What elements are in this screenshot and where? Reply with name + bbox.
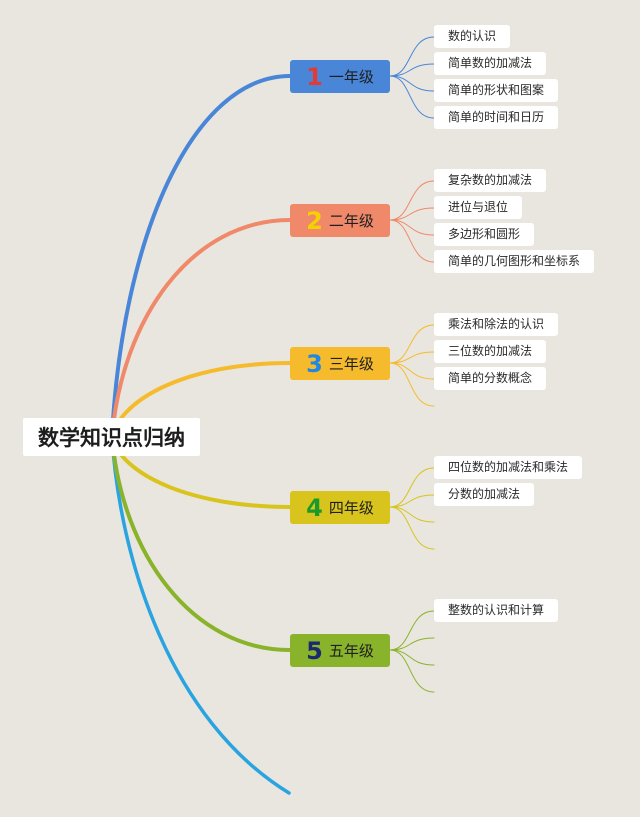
grade-number-2: 2 (306, 206, 323, 235)
topic-connector (389, 219, 435, 263)
grade-number-4: 4 (306, 493, 323, 522)
topic-node: 整数的认识和计算 (434, 599, 559, 622)
topic-node: 多边形和圆形 (434, 223, 535, 246)
grade-label-2: 二年级 (328, 212, 374, 230)
topic-connector (389, 362, 435, 380)
tail-connector (110, 435, 291, 795)
grade-node-5: 5 五年级 (290, 634, 390, 667)
grade-label-1: 一年级 (328, 68, 374, 86)
topic-connector (389, 324, 435, 364)
topic-connector (389, 506, 435, 523)
grade-node-4: 4 四年级 (290, 491, 390, 524)
grade-label-3: 三年级 (328, 355, 374, 373)
topic-connector (389, 610, 435, 651)
topic-node: 简单的形状和图案 (434, 79, 559, 102)
topic-node: 乘法和除法的认识 (434, 313, 559, 336)
grade-label-4: 四年级 (328, 499, 374, 517)
topic-connector (389, 506, 435, 550)
topic-connector (389, 207, 435, 221)
topic-connector (389, 649, 435, 666)
root-node-title: 数学知识点归纳 (23, 418, 200, 456)
topic-node: 进位与退位 (434, 196, 523, 219)
topic-node: 数的认识 (434, 25, 511, 48)
topic-connector (389, 219, 435, 236)
topic-node: 简单的时间和日历 (434, 106, 559, 129)
grade-number-3: 3 (306, 349, 323, 378)
grade-connector-2 (110, 218, 292, 439)
topic-connector (389, 180, 435, 221)
topic-node: 简单数的加减法 (434, 52, 547, 75)
grade-node-1: 1 一年级 (290, 60, 390, 93)
topic-connector (389, 351, 435, 364)
topic-connector (389, 75, 435, 92)
topic-node: 复杂数的加减法 (434, 169, 547, 192)
topic-connector (389, 63, 435, 77)
topic-connector (389, 637, 435, 651)
topic-connector (389, 494, 435, 508)
topic-node: 四位数的加减法和乘法 (434, 456, 583, 479)
grade-node-3: 3 三年级 (290, 347, 390, 380)
topic-node: 简单的几何图形和坐标系 (434, 250, 595, 273)
grade-number-5: 5 (306, 636, 323, 665)
grade-number-1: 1 (306, 62, 323, 91)
topic-connector (389, 75, 435, 119)
topic-node: 简单的分数概念 (434, 367, 547, 390)
topic-connector (389, 467, 435, 508)
grade-node-2: 2 二年级 (290, 204, 390, 237)
topic-connector (389, 649, 435, 693)
grade-connector-1 (110, 74, 292, 439)
grade-label-5: 五年级 (328, 642, 374, 660)
topic-connector (389, 36, 435, 77)
grade-connector-5 (110, 435, 292, 652)
topic-connector (389, 362, 435, 407)
topic-node: 三位数的加减法 (434, 340, 547, 363)
topic-node: 分数的加减法 (434, 483, 535, 506)
